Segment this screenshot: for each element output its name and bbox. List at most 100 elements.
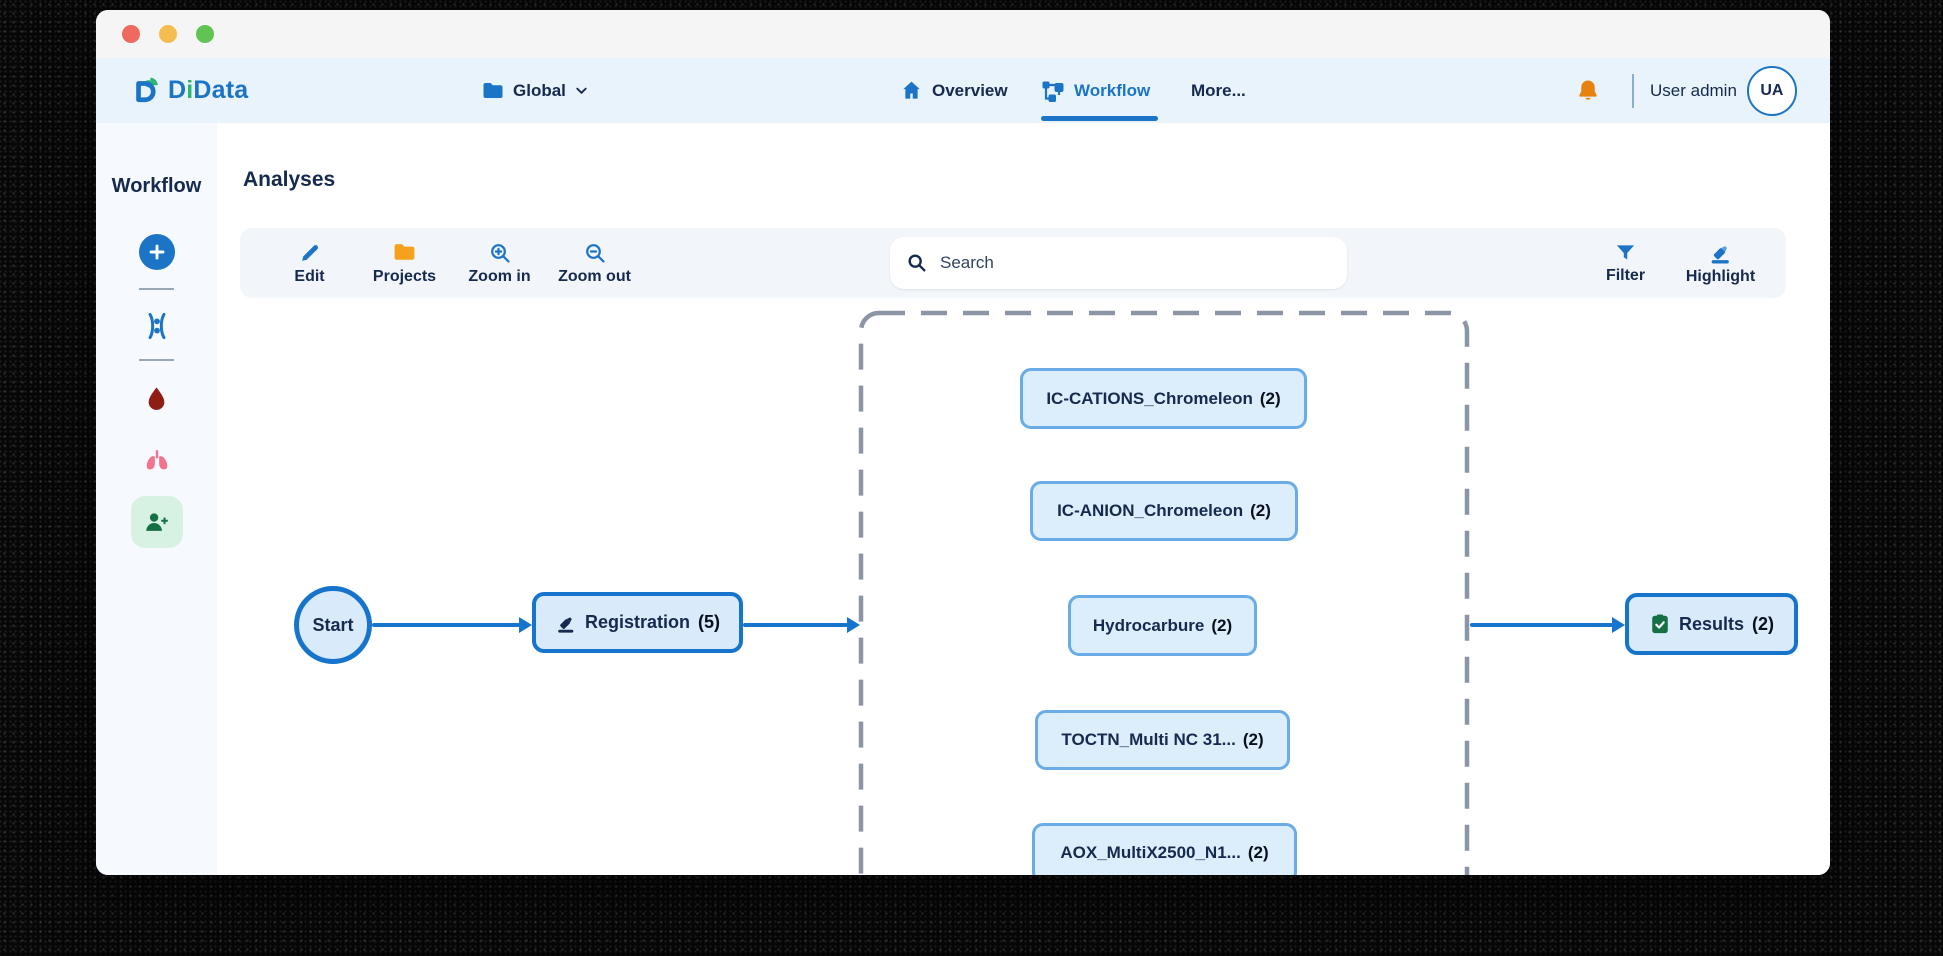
node-registration[interactable]: Registration (5) [532, 592, 743, 653]
search-field[interactable] [890, 237, 1347, 289]
app-logo[interactable]: DiData [130, 58, 248, 123]
notifications-button[interactable] [1575, 58, 1601, 123]
top-navbar: DiData Global Overview [96, 58, 1830, 123]
nav-tab-more[interactable]: More... [1191, 58, 1246, 123]
chromosome-icon [148, 312, 165, 340]
flow-arrowhead [1612, 617, 1625, 633]
projects-button[interactable]: Projects [357, 240, 452, 286]
bell-icon [1579, 79, 1597, 100]
toolbar-label: Highlight [1685, 268, 1756, 285]
sidebar-title: Workflow [111, 175, 202, 197]
chevron-down-icon [576, 87, 587, 94]
node-count: (2) [1752, 613, 1775, 634]
node-start[interactable]: Start [294, 586, 372, 664]
user-name-label: User admin [1650, 80, 1737, 100]
page-title: Analyses [243, 168, 336, 191]
sidebar-divider [139, 359, 174, 361]
node-label: Start [312, 614, 354, 635]
nav-tab-label: Overview [932, 80, 1008, 100]
minimize-window-button[interactable] [159, 25, 177, 43]
highlight-button[interactable]: Highlight [1673, 240, 1768, 286]
node-analysis[interactable]: TOCTN_Multi NC 31... (2) [1035, 710, 1290, 770]
person-add-icon [145, 513, 168, 531]
pencil-icon [301, 244, 318, 261]
sidebar-item-blood[interactable] [96, 384, 217, 413]
toolbar-label: Projects [372, 268, 437, 285]
search-input[interactable] [940, 253, 1331, 273]
node-label: Registration [584, 612, 690, 632]
toolbar-label: Zoom out [558, 267, 631, 285]
flow-arrow [743, 623, 848, 627]
project-selector-label: Global [513, 80, 566, 100]
sidebar-item-lungs[interactable] [96, 445, 217, 475]
highlighter-icon [558, 616, 574, 633]
folder-icon [483, 82, 503, 98]
flow-arrowhead [847, 617, 860, 633]
node-count: (2) [1211, 615, 1233, 635]
filter-button[interactable]: Filter [1578, 241, 1673, 285]
close-window-button[interactable] [122, 25, 140, 43]
node-analysis[interactable]: IC-ANION_Chromeleon (2) [1030, 481, 1298, 541]
node-label: TOCTN_Multi NC 31... [1061, 730, 1236, 749]
node-count: (2) [1250, 501, 1271, 520]
search-icon [908, 254, 926, 272]
nav-tab-workflow[interactable]: Workflow [1041, 58, 1150, 123]
node-label: AOX_MultiX2500_N1... [1060, 843, 1241, 862]
user-avatar[interactable]: UA [1746, 65, 1797, 116]
nav-tab-label: More... [1191, 80, 1246, 100]
node-label: Results [1678, 613, 1745, 634]
filter-icon [1616, 245, 1635, 260]
main-panel: Analyses Edit Projects [217, 123, 1830, 875]
window-titlebar [96, 10, 1830, 58]
active-tab-underline [1041, 116, 1158, 121]
navbar-divider [1632, 74, 1634, 108]
diagram-toolbar: Edit Projects Zoom i [240, 228, 1786, 298]
blood-drop-icon [148, 387, 165, 410]
user-menu[interactable]: User admin UA [1650, 58, 1797, 123]
home-icon [903, 81, 920, 99]
node-label: Hydrocarbure [1092, 615, 1205, 635]
node-analysis[interactable]: AOX_MultiX2500_N1... (2) [1032, 823, 1297, 875]
workflow-icon [1042, 81, 1064, 102]
avatar-initials: UA [1760, 81, 1784, 99]
node-analysis[interactable]: Hydrocarbure (2) [1068, 595, 1257, 656]
plus-icon [138, 234, 175, 270]
sidebar-item-chromosome[interactable] [96, 311, 217, 341]
node-count: (2) [1259, 388, 1281, 408]
workflow-sidebar: Workflow [96, 123, 217, 875]
analyses-group-container [858, 310, 1470, 875]
sidebar-item-person-add-active[interactable] [96, 496, 217, 548]
node-label: IC-CATIONS_Chromeleon [1046, 388, 1253, 408]
flow-arrowhead [519, 617, 532, 633]
active-item-background [130, 496, 183, 548]
node-label: IC-ANION_Chromeleon [1057, 501, 1244, 520]
zoom-in-button[interactable]: Zoom in [452, 241, 547, 286]
node-count: (5) [698, 612, 720, 632]
toolbar-label: Filter [1605, 267, 1646, 284]
zoom-window-button[interactable] [196, 25, 214, 43]
clipboard-check-icon [1652, 614, 1668, 634]
logo-text: DiData [168, 76, 249, 104]
zoom-in-icon [490, 243, 510, 263]
project-selector-dropdown[interactable]: Global [481, 58, 589, 123]
node-analysis[interactable]: IC-CATIONS_Chromeleon (2) [1020, 368, 1307, 429]
nav-tab-overview[interactable]: Overview [900, 58, 1008, 123]
folder-icon [394, 244, 415, 260]
lungs-icon [146, 450, 167, 470]
add-workflow-button[interactable] [96, 234, 217, 270]
app-window: DiData Global Overview [96, 10, 1830, 875]
flow-arrow [1470, 623, 1613, 627]
edit-button[interactable]: Edit [262, 241, 357, 286]
nav-tab-label: Workflow [1074, 80, 1151, 100]
node-count: (2) [1242, 730, 1264, 749]
flow-arrow [372, 623, 520, 627]
toolbar-label: Edit [294, 267, 325, 285]
zoom-out-button[interactable]: Zoom out [547, 241, 642, 286]
node-count: (2) [1247, 843, 1269, 862]
zoom-out-icon [585, 243, 605, 263]
workflow-canvas: Start Registration (5) [217, 298, 1830, 875]
node-results[interactable]: Results (2) [1625, 593, 1798, 655]
sidebar-divider [139, 288, 174, 290]
toolbar-label: Zoom in [468, 267, 531, 285]
logo-mark-icon [136, 77, 158, 102]
